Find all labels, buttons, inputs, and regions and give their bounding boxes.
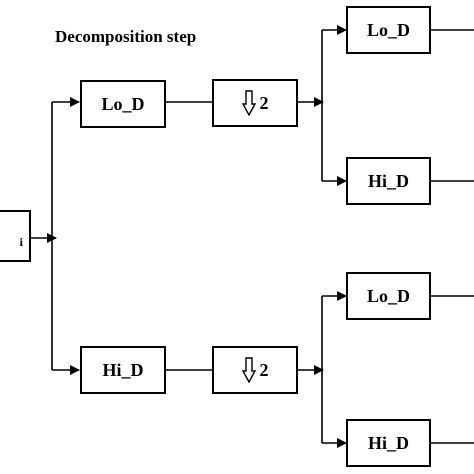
input-signal-label: i: [19, 235, 23, 249]
bottom-second-high-pass-label: Hi_D: [367, 432, 409, 453]
low-pass-filter-box: Lo_D: [80, 80, 166, 128]
top-downsample-factor: 2: [259, 92, 269, 113]
high-pass-filter-box: Hi_D: [80, 346, 166, 394]
top-second-low-pass-box: Lo_D: [346, 6, 431, 54]
bottom-second-low-pass-label: Lo_D: [366, 285, 410, 306]
down-arrow-icon: [241, 90, 256, 116]
input-signal-box: i: [0, 210, 31, 262]
bottom-downsample-box: 2: [212, 346, 298, 394]
top-second-high-pass-box: Hi_D: [346, 157, 431, 205]
high-pass-filter-label: Hi_D: [102, 359, 144, 380]
top-downsample-box: 2: [212, 79, 298, 127]
bottom-second-low-pass-box: Lo_D: [346, 272, 431, 320]
top-second-high-pass-label: Hi_D: [367, 170, 409, 191]
down-arrow-icon: [241, 357, 256, 383]
bottom-second-high-pass-box: Hi_D: [346, 419, 431, 467]
low-pass-filter-label: Lo_D: [101, 93, 145, 114]
top-second-low-pass-label: Lo_D: [366, 19, 410, 40]
diagram-title: Decomposition step: [55, 27, 197, 46]
bottom-downsample-factor: 2: [259, 359, 269, 380]
